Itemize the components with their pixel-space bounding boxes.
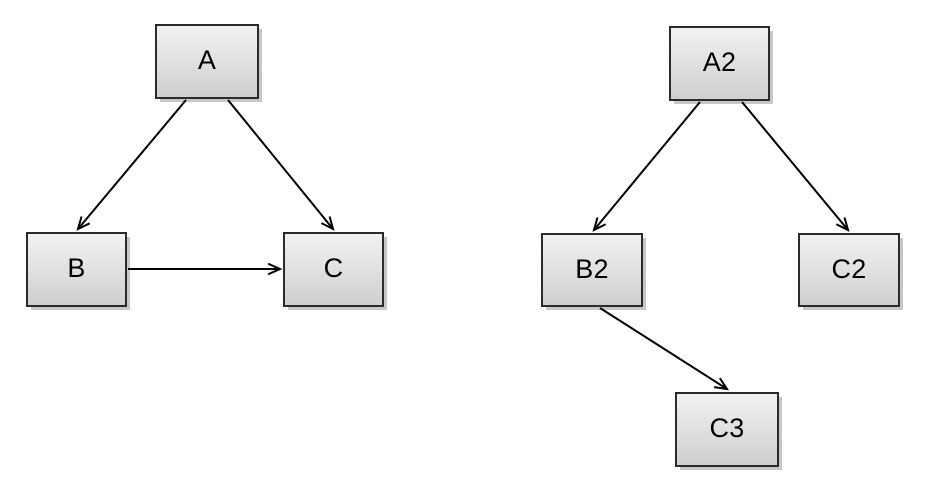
arrowhead-icon	[592, 217, 607, 232]
edge-a-to-b[interactable]	[76, 99, 187, 231]
node-label: A2	[702, 47, 737, 77]
arrowhead-icon	[320, 216, 335, 231]
node-a[interactable]: A	[155, 24, 259, 99]
node-c2[interactable]: C2	[798, 233, 900, 307]
edge-line	[227, 99, 334, 230]
node-c3[interactable]: C3	[675, 392, 779, 467]
edge-line	[599, 307, 728, 390]
edge-b2-to-c3[interactable]	[599, 307, 730, 391]
edge-line	[741, 101, 849, 231]
edge-a-to-c[interactable]	[227, 99, 335, 231]
node-c[interactable]: C	[283, 232, 384, 307]
arrowhead-icon	[76, 216, 91, 231]
edge-line	[593, 101, 701, 231]
edge-b-to-c[interactable]	[128, 262, 283, 276]
edge-line	[77, 99, 187, 230]
node-label: C3	[709, 413, 745, 443]
node-label: C2	[831, 253, 867, 284]
edge-a2-to-b2[interactable]	[592, 101, 701, 232]
node-b[interactable]: B	[26, 232, 127, 307]
node-label: B2	[575, 253, 609, 284]
node-a2[interactable]: A2	[669, 26, 770, 101]
node-label: C	[323, 253, 344, 283]
arrowhead-icon	[713, 377, 730, 391]
arrowhead-icon	[267, 262, 283, 276]
node-label: B	[67, 253, 86, 283]
node-b2[interactable]: B2	[541, 233, 643, 307]
arrowhead-icon	[835, 217, 850, 232]
edge-a2-to-c2[interactable]	[741, 101, 850, 232]
node-label: A	[197, 45, 217, 75]
